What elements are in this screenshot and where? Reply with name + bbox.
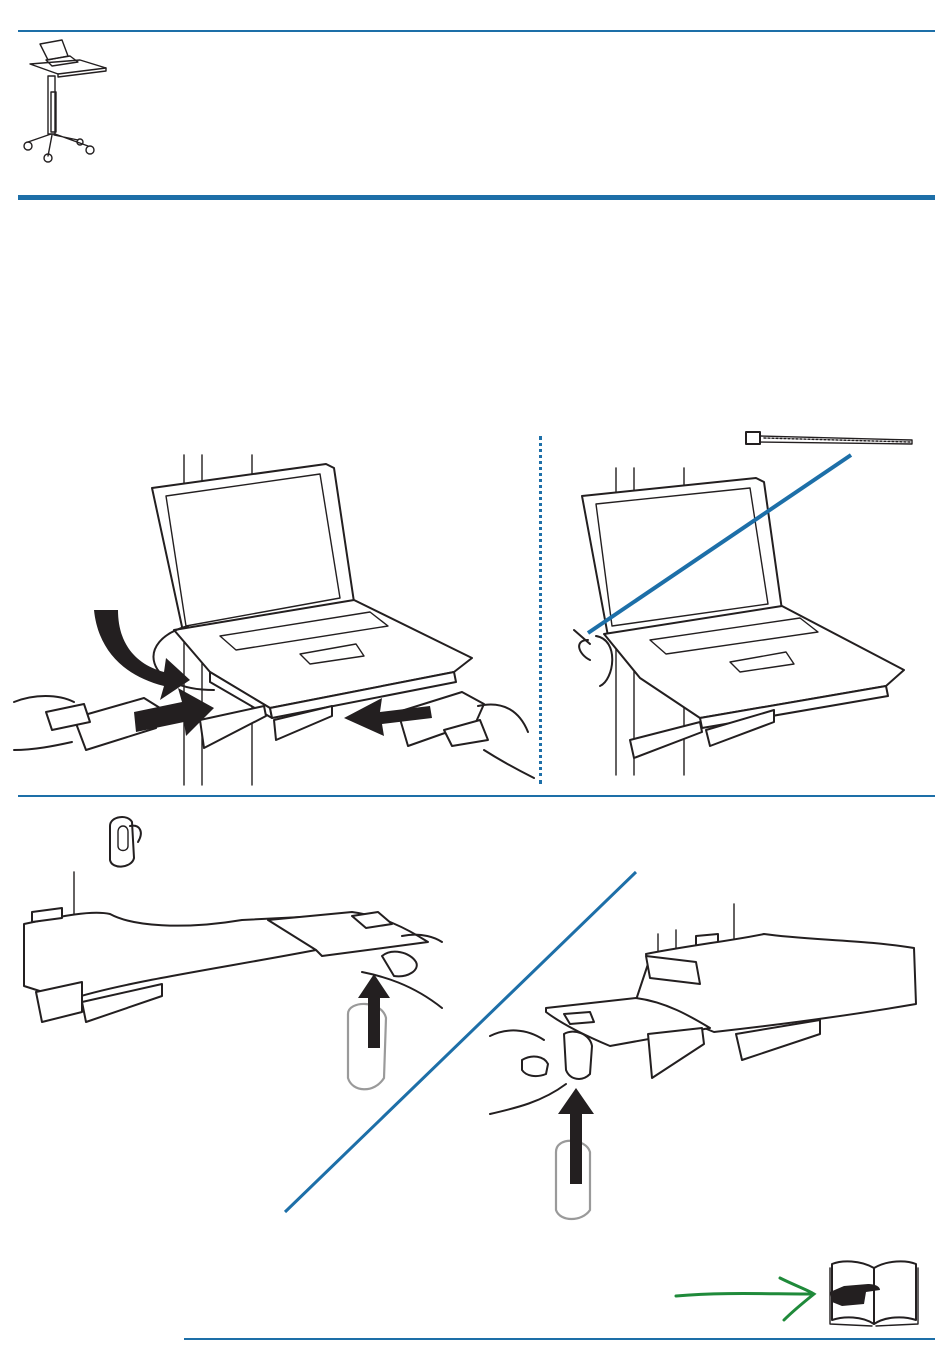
bottom-thin-rule [184, 1338, 935, 1340]
mouse-tray-right-figure [486, 904, 918, 1224]
green-pointer-arrow [672, 1272, 822, 1324]
manual-reference-icon [828, 1258, 920, 1328]
